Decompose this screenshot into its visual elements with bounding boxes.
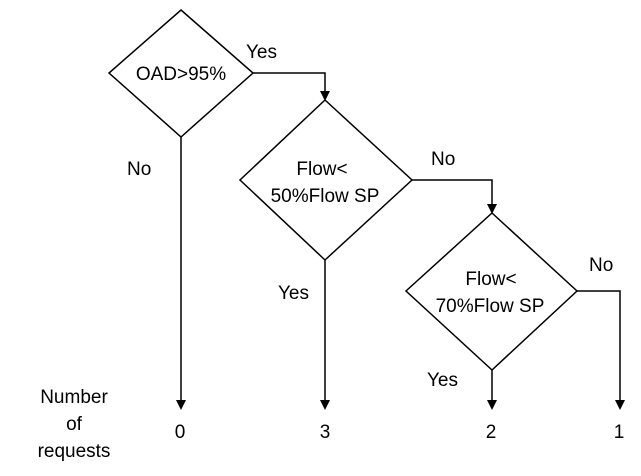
output-value-oad-no: 0 bbox=[175, 422, 186, 443]
output-caption-line2: of bbox=[66, 414, 83, 435]
decision-oad-label: OAD>95% bbox=[136, 64, 226, 85]
edge-oad-yes bbox=[253, 72, 330, 101]
output-caption-line1: Number bbox=[40, 387, 108, 408]
edge-label-flow70-no: No bbox=[589, 255, 613, 276]
output-value-flow50-yes: 3 bbox=[320, 422, 331, 443]
edge-label-flow50-yes: Yes bbox=[278, 283, 309, 304]
output-value-flow70-no: 1 bbox=[614, 422, 625, 443]
edge-flow50-no bbox=[412, 179, 497, 214]
edge-label-flow50-no: No bbox=[431, 149, 455, 170]
decision-flow70-label-line1: Flow< bbox=[465, 269, 516, 290]
decision-flow70-label-line2: 70%Flow SP bbox=[436, 296, 545, 317]
edge-flow70-no bbox=[577, 290, 625, 410]
output-caption-line3: requests bbox=[38, 441, 111, 462]
decision-flow50-label-line1: Flow< bbox=[296, 159, 347, 180]
decision-flow50-diamond bbox=[238, 98, 414, 262]
edge-label-oad-no: No bbox=[127, 159, 151, 180]
decision-flow50-label-line2: 50%Flow SP bbox=[271, 186, 380, 207]
edge-label-flow70-yes: Yes bbox=[427, 370, 458, 391]
output-value-flow70-yes: 2 bbox=[486, 422, 497, 443]
decision-flow70-diamond bbox=[404, 211, 579, 372]
edge-label-oad-yes: Yes bbox=[246, 42, 277, 63]
